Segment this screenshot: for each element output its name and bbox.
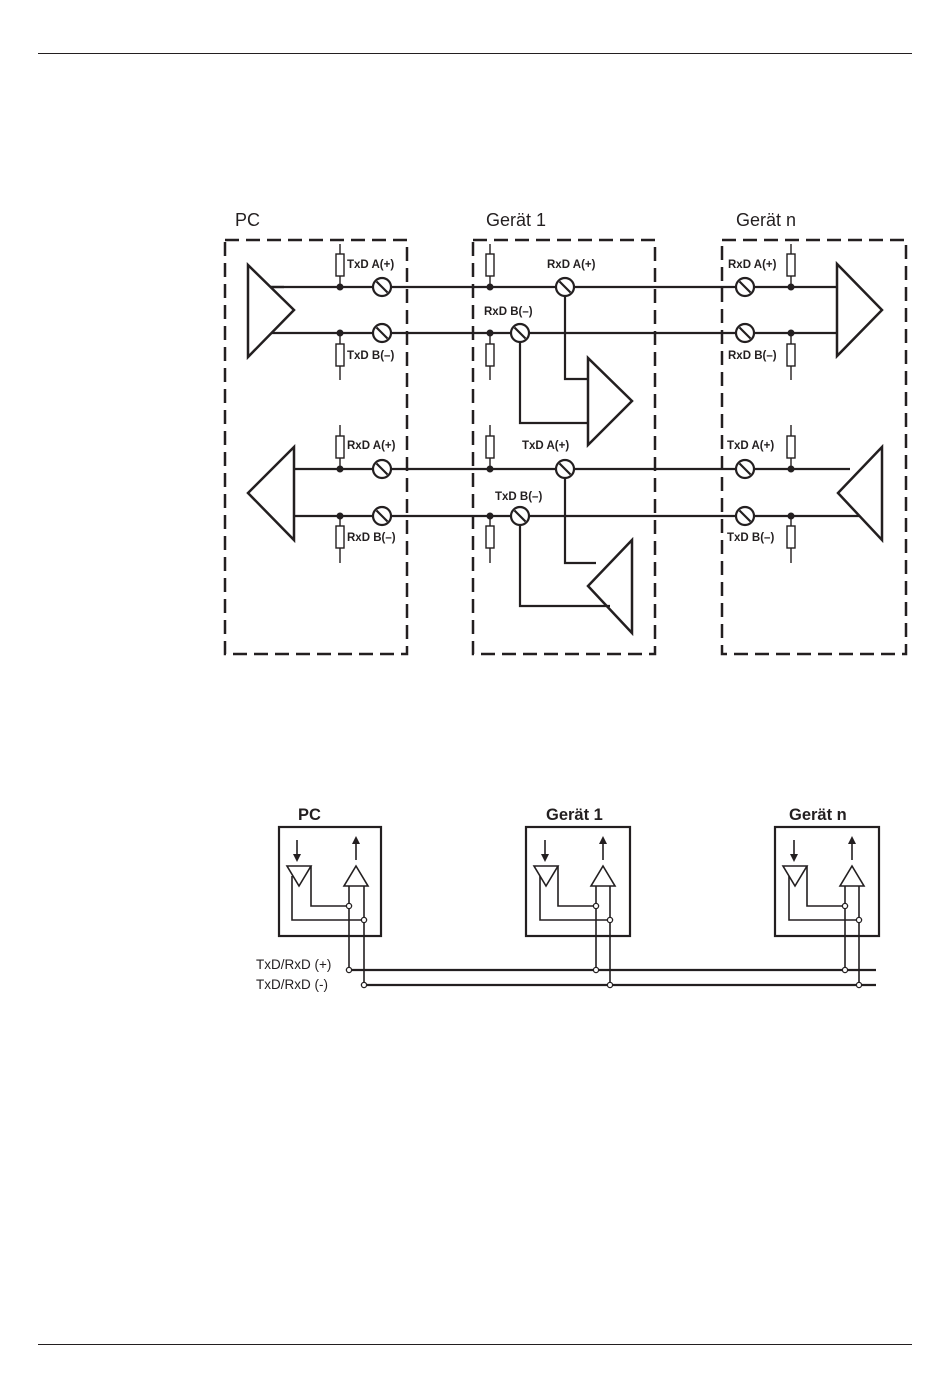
pc-receiver bbox=[248, 447, 294, 540]
device1-device-title: Gerät 1 bbox=[546, 806, 603, 824]
devicen-txd-b-label: TxD B(–) bbox=[727, 532, 774, 544]
bus-plus-label: TxD/RxD (+) bbox=[256, 957, 331, 972]
pc-device-title: PC bbox=[298, 806, 321, 824]
devicen-transceiver bbox=[783, 840, 864, 985]
device1-transmitter bbox=[588, 540, 632, 633]
devicen-box-title: Gerät n bbox=[736, 210, 796, 230]
pc-txd-b-label: TxD B(–) bbox=[347, 350, 394, 362]
device1-receiver bbox=[588, 358, 632, 445]
pc-rxd-a-label: RxD A(+) bbox=[347, 440, 396, 452]
pc-txd-a-label: TxD A(+) bbox=[347, 259, 394, 271]
device1-txd-a-label: TxD A(+) bbox=[522, 440, 569, 452]
device1-rxd-b-label: RxD B(–) bbox=[484, 306, 533, 318]
devicen-transmitter bbox=[838, 447, 882, 540]
devicen-receiver bbox=[837, 264, 882, 356]
terminals bbox=[373, 278, 754, 525]
device1-box-title: Gerät 1 bbox=[486, 210, 546, 230]
node-circles bbox=[346, 903, 861, 987]
device1-txd-b-label: TxD B(–) bbox=[495, 491, 542, 503]
device1-rxd-a-label: RxD A(+) bbox=[547, 259, 596, 271]
pc-transmitter bbox=[248, 265, 294, 357]
devicen-txd-a-label: TxD A(+) bbox=[727, 440, 774, 452]
pc-box-title: PC bbox=[235, 210, 260, 230]
bus-minus-label: TxD/RxD (-) bbox=[256, 977, 328, 992]
devicen-rxd-a-label: RxD A(+) bbox=[728, 259, 777, 271]
two-wire-diagram bbox=[279, 827, 879, 988]
bus-lines bbox=[272, 287, 862, 516]
devicen-device-title: Gerät n bbox=[789, 806, 847, 824]
devicen-rxd-b-label: RxD B(–) bbox=[728, 350, 777, 362]
device1-transceiver bbox=[534, 840, 615, 985]
pc-rxd-b-label: RxD B(–) bbox=[347, 532, 396, 544]
